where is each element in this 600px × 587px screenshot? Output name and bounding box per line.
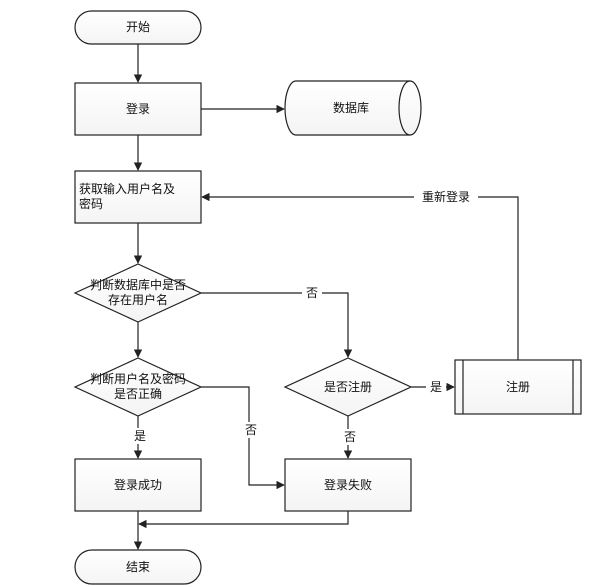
yes-register-edge-label: 是 xyxy=(426,379,446,395)
check-user-label: 判断数据库中是否存在用户名 xyxy=(89,278,186,307)
get-input-box xyxy=(74,170,202,224)
edge-fail-end xyxy=(138,511,349,529)
database-label: 数据库 xyxy=(332,100,369,115)
get-input-label: 获取输入用户名及密码 xyxy=(79,182,176,211)
fail-label: 登录失败 xyxy=(323,477,372,492)
no-pwd-edge-label: 否 xyxy=(241,422,261,438)
login-label: 登录 xyxy=(125,101,150,116)
start-label: 开始 xyxy=(125,20,150,34)
register-label: 注册 xyxy=(505,379,530,394)
database-front-arc xyxy=(398,80,411,136)
yes-pwd-edge-label: 是 xyxy=(130,428,150,444)
edge-register-relogin xyxy=(201,192,519,360)
fail-box xyxy=(284,458,412,512)
edge-checkuser-registerq xyxy=(201,292,353,358)
relogin-edge-label: 重新登录 xyxy=(414,189,478,205)
check-pwd-label: 判断用户名及密码是否正确 xyxy=(89,372,186,401)
no-user-edge-label: 否 xyxy=(302,285,322,301)
login-box xyxy=(74,82,202,136)
register-process xyxy=(454,359,582,415)
success-box xyxy=(74,458,202,512)
end-label: 结束 xyxy=(125,559,150,574)
success-label: 登录成功 xyxy=(113,477,162,492)
no-register-edge-label: 否 xyxy=(340,429,360,445)
end-terminator xyxy=(74,549,202,585)
register-q-label: 是否注册 xyxy=(323,379,372,394)
